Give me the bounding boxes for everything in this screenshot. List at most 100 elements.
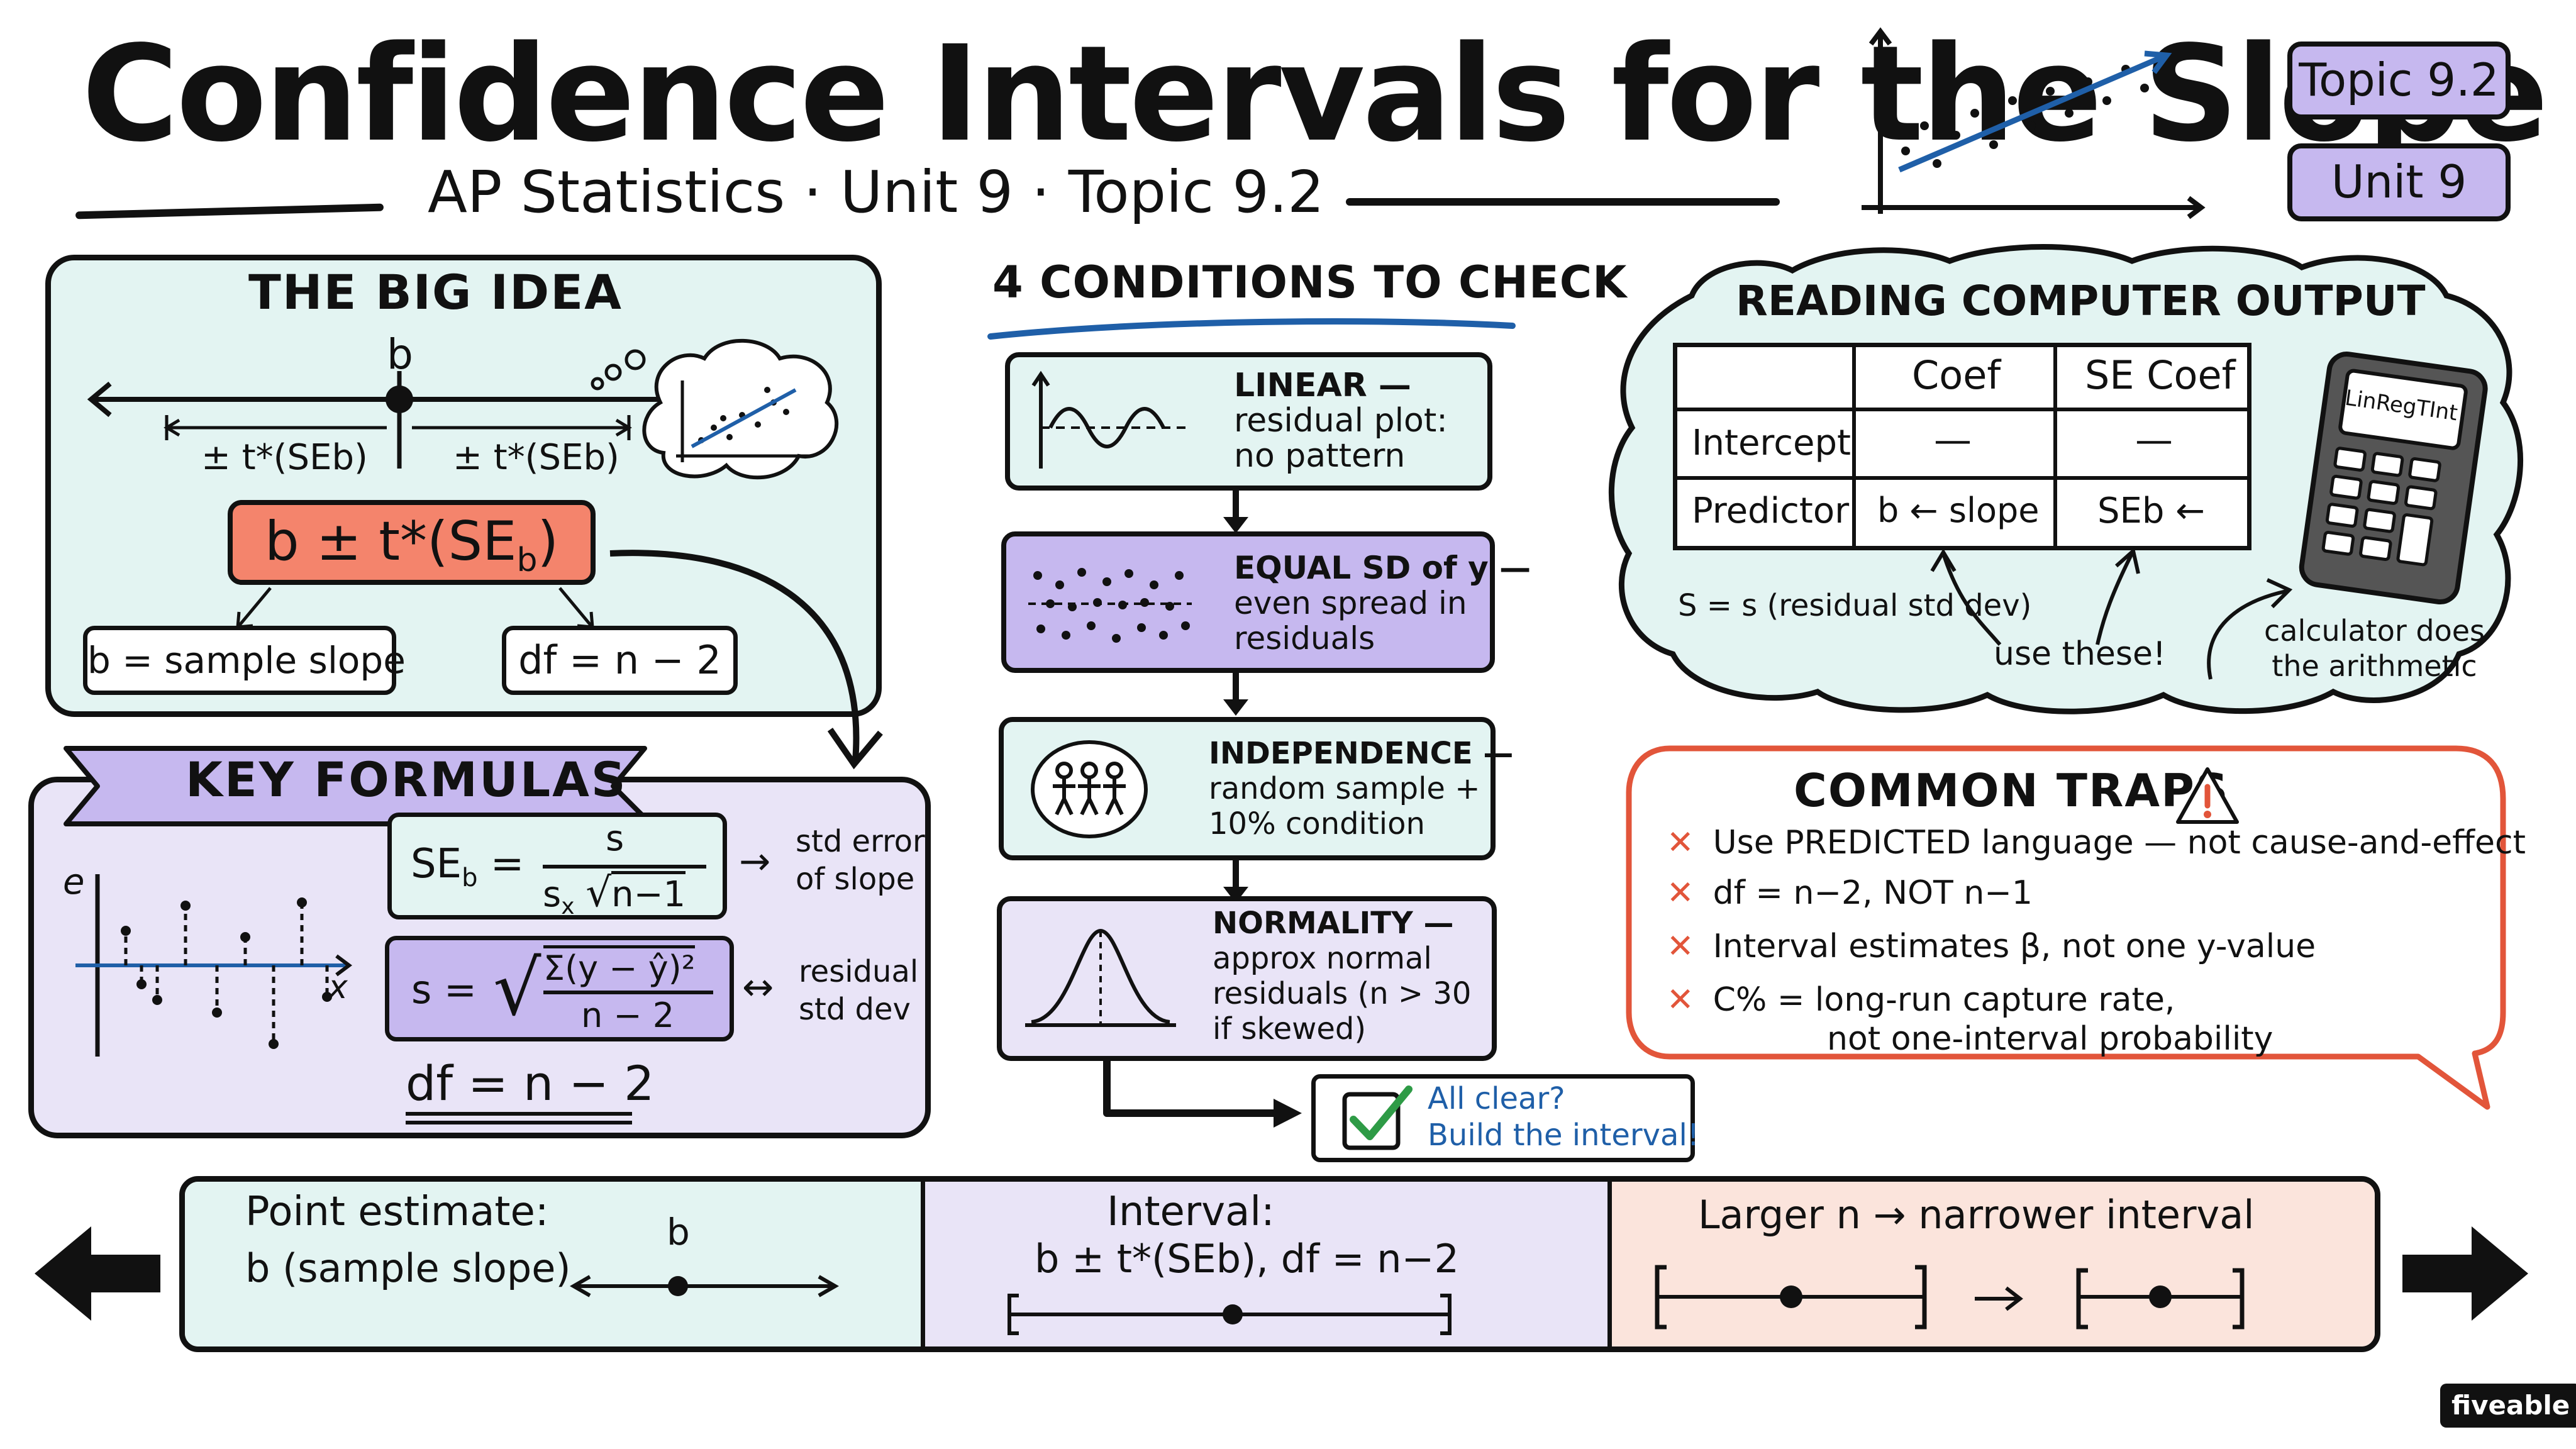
df-double-underline	[406, 1112, 632, 1116]
big-idea-center-label: b	[387, 330, 413, 379]
unit-badge: Unit 9	[2287, 143, 2511, 221]
fiveable-logo: fiveable	[2440, 1384, 2576, 1428]
calculator-arrow	[2207, 578, 2293, 680]
title-underline-right	[1346, 198, 1780, 206]
topic-badge: Topic 9.2	[2287, 42, 2511, 119]
thought-cloud-icon	[591, 338, 839, 480]
left-arrow-icon	[35, 1226, 160, 1321]
conditions-heading-underline	[987, 318, 1516, 340]
trap-x-icon: ✕	[1667, 981, 1694, 1019]
table-grid-h2	[1673, 476, 2251, 480]
use-these-label: use these!	[1994, 635, 2166, 673]
right-margin-label: ± t*(SEb)	[453, 437, 619, 478]
trap-item-4: ✕C% = long-run capture rate,	[1667, 981, 2175, 1019]
bottom-bar	[179, 1176, 2380, 1352]
unit-badge-label: Unit 9	[2331, 155, 2467, 208]
residual-axis-y-label: e	[63, 862, 85, 902]
condition-normality-text: NORMALITY — approx normal residuals (n >…	[1213, 906, 1472, 1046]
table-row-intercept-se: —	[2135, 418, 2173, 462]
trap-item-4-continued: not one-interval probability	[1827, 1020, 2273, 1058]
se-formula-box: SEb = s sx √n−1	[387, 813, 727, 919]
trap-item-1: ✕Use PREDICTED language — not cause-and-…	[1667, 824, 2526, 862]
point-estimate-line	[569, 1275, 840, 1297]
table-grid-v2	[2053, 343, 2057, 550]
table-grid-h1	[1673, 408, 2251, 411]
condition-normality-card	[997, 896, 1497, 1061]
trap-x-icon: ✕	[1667, 874, 1694, 912]
interval-bracket-line	[1008, 1294, 1452, 1335]
s-residual-note: S = s (residual std dev)	[1678, 588, 2032, 623]
conditions-heading: 4 CONDITIONS TO CHECK	[992, 257, 1628, 308]
bottom-interval-section	[925, 1182, 1612, 1346]
interval-label: Interval:	[1107, 1189, 1275, 1235]
larger-n-label: Larger n → narrower interval	[1698, 1192, 2255, 1238]
condition-arrow-2	[1223, 673, 1248, 716]
page-title: Confidence Intervals for the Slope	[82, 17, 2548, 171]
computer-output-heading: READING COMPUTER OUTPUT	[1736, 277, 2426, 325]
big-idea-number-line	[87, 371, 680, 469]
table-row-predictor-se: SEb ←	[2097, 491, 2206, 531]
table-row-intercept-label: Intercept	[1692, 423, 1851, 464]
condition-arrow-1	[1223, 491, 1248, 533]
trap-item-2: ✕df = n−2, NOT n−1	[1667, 874, 2033, 912]
b-definition: b = sample slope	[87, 639, 406, 682]
formula-sub: b	[516, 541, 538, 580]
b-definition-box: b = sample slope	[83, 626, 406, 695]
common-traps-heading: COMMON TRAPS	[1794, 764, 2229, 817]
condition-arrow-3	[1223, 860, 1248, 903]
table-row-intercept-coef: —	[1934, 418, 1972, 462]
right-arrow-icon	[2402, 1226, 2528, 1321]
bottom-point-section	[185, 1182, 925, 1346]
all-clear-text: All clear? Build the interval!	[1428, 1081, 1700, 1153]
condition-equal-sd-card	[1001, 531, 1495, 673]
s-numerator: Σ(y − ŷ)²	[543, 945, 696, 988]
title-underline-left	[75, 203, 384, 219]
s-note-arrow: ↔	[742, 965, 774, 1009]
table-header-se-coef: SE Coef	[2085, 352, 2236, 398]
people-sample-icon	[1031, 740, 1148, 838]
left-margin-label: ± t*(SEb)	[201, 437, 368, 478]
topic-badge-label: Topic 9.2	[2299, 53, 2499, 106]
even-spread-icon	[1028, 568, 1192, 643]
output-table	[1673, 343, 2251, 550]
table-grid-v1	[1852, 343, 1856, 550]
condition-linear-text: LINEAR — residual plot: no pattern	[1234, 367, 1448, 475]
calculator-icon	[2299, 352, 2488, 605]
trap-x-icon: ✕	[1667, 928, 1694, 965]
point-estimate-label: Point estimate:	[245, 1189, 549, 1235]
calculator-note: calculator does the arithmetic	[2264, 614, 2485, 683]
table-row-predictor-coef: b ← slope	[1877, 491, 2040, 530]
point-estimate-value: b (sample slope)	[245, 1245, 571, 1291]
interval-value: b ± t*(SEb), df = n−2	[1035, 1236, 1459, 1282]
key-formulas-ribbon	[64, 746, 653, 826]
se-numerator: s	[606, 818, 625, 859]
residual-wave-icon	[1031, 370, 1185, 469]
narrower-interval-diagram	[1655, 1265, 2245, 1330]
all-clear-arrow	[1103, 1060, 1302, 1128]
page-subtitle: AP Statistics · Unit 9 · Topic 9.2	[428, 158, 1324, 226]
key-formulas-heading: KEY FORMULAS	[186, 752, 628, 808]
se-denominator: sx √n−1	[543, 870, 686, 920]
residual-plot	[75, 874, 352, 1057]
formula-end: )	[537, 510, 559, 573]
s-fraction-bar	[543, 991, 713, 994]
s-formula-box: s = √ Σ(y − ŷ)² n − 2	[385, 936, 734, 1041]
big-idea-formula: b ± t*(SEb)	[228, 500, 596, 585]
se-lhs: SEb =	[411, 841, 525, 892]
trap-x-icon: ✕	[1667, 824, 1694, 862]
sqrt-sign: √	[493, 945, 541, 1033]
common-traps-bubble	[1626, 745, 2506, 1110]
df-definition: df = n − 2	[518, 637, 721, 683]
s-lhs: s =	[411, 967, 477, 1013]
condition-independence-text: INDEPENDENCE — random sample + 10% condi…	[1209, 736, 1514, 841]
residual-axis-x-label: x	[328, 969, 348, 1006]
df-definition-box: df = n − 2	[502, 626, 738, 695]
warning-icon	[2176, 767, 2239, 824]
point-marker-label: b	[667, 1211, 690, 1253]
brand-name: fiveable	[2451, 1390, 2570, 1421]
s-denominator: n − 2	[581, 996, 675, 1035]
se-fraction-bar	[543, 865, 706, 869]
condition-equal-sd-text: EQUAL SD of y — even spread in residuals	[1234, 550, 1531, 657]
trap-item-3: ✕Interval estimates β, not one y-value	[1667, 928, 2316, 965]
scatter-plot-icon	[1862, 27, 2206, 219]
